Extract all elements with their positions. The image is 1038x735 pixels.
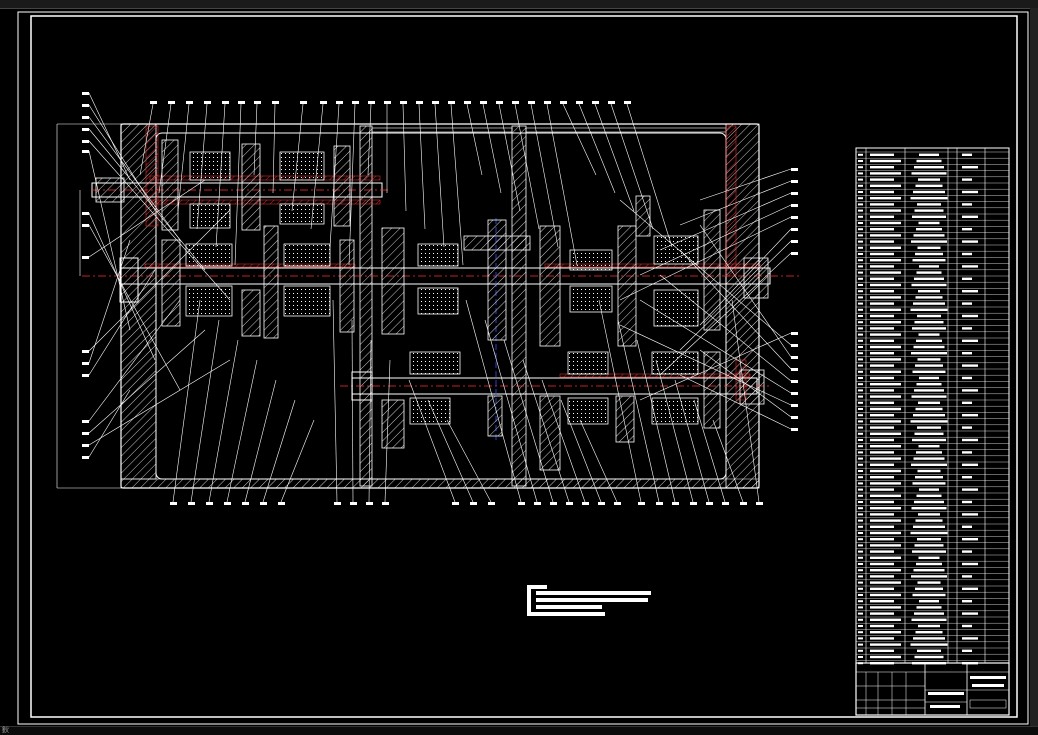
technical-notes-block xyxy=(527,585,651,616)
gear-icon xyxy=(539,195,721,471)
command-line-text: 鈥 xyxy=(2,726,9,734)
gear-icon xyxy=(381,219,507,449)
partition-3 xyxy=(371,127,513,133)
housing-wall-bottom xyxy=(120,478,760,489)
status-bar xyxy=(0,726,1038,735)
inner-frame xyxy=(30,15,1018,718)
top-toolbar-strip xyxy=(0,0,1038,9)
partition-1 xyxy=(359,125,373,487)
partition-4 xyxy=(525,127,727,133)
parts-list-table xyxy=(855,147,1010,665)
outer-frame xyxy=(17,11,1029,725)
gearbox-section-view xyxy=(56,92,800,505)
gear-icon xyxy=(161,225,355,339)
gear-icon xyxy=(161,139,351,231)
vertical-scrollbar[interactable] xyxy=(1030,8,1038,726)
title-block xyxy=(855,662,1010,716)
